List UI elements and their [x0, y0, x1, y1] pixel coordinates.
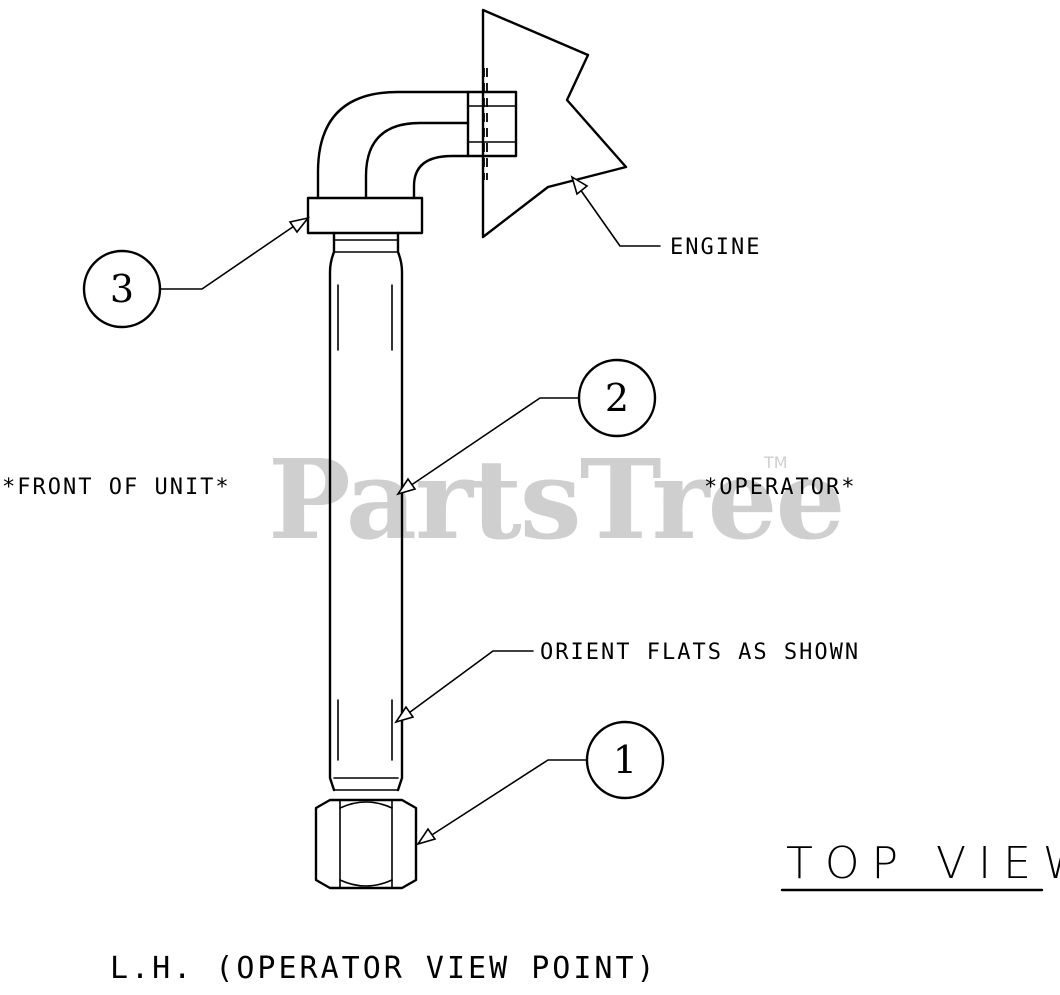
watermark: PartsTree TM — [268, 435, 846, 564]
collar-part-3 — [306, 196, 424, 235]
watermark-text: PartsTree — [268, 435, 844, 564]
callout-1: 1 — [416, 720, 665, 846]
watermark-tm: TM — [763, 453, 788, 472]
callout-3-number: 3 — [110, 267, 134, 311]
hose-part-2 — [328, 231, 404, 792]
callout-3: 3 — [82, 216, 311, 329]
hex-nut-part-1 — [314, 798, 418, 890]
engine-label: ENGINE — [670, 235, 761, 260]
orient-flats-leader: ORIENT FLATS AS SHOWN — [394, 640, 860, 724]
front-of-unit-label: *FRONT OF UNIT* — [2, 475, 231, 500]
elbow-fitting — [466, 90, 518, 158]
callout-2: 2 — [396, 358, 657, 496]
callout-2-number: 2 — [605, 376, 629, 420]
hose-elbow — [316, 90, 470, 200]
engine-shape — [481, 8, 628, 239]
top-view-title: TOP VIEW — [786, 838, 1060, 889]
view-point-caption: L.H. (OPERATOR VIEW POINT) — [110, 951, 658, 986]
operator-label: *OPERATOR* — [704, 475, 856, 500]
callout-1-number: 1 — [613, 738, 637, 782]
engine-leader: ENGINE — [570, 175, 761, 260]
view-title: TOP VIEW — [780, 838, 1060, 892]
orient-flats-label: ORIENT FLATS AS SHOWN — [540, 640, 860, 665]
